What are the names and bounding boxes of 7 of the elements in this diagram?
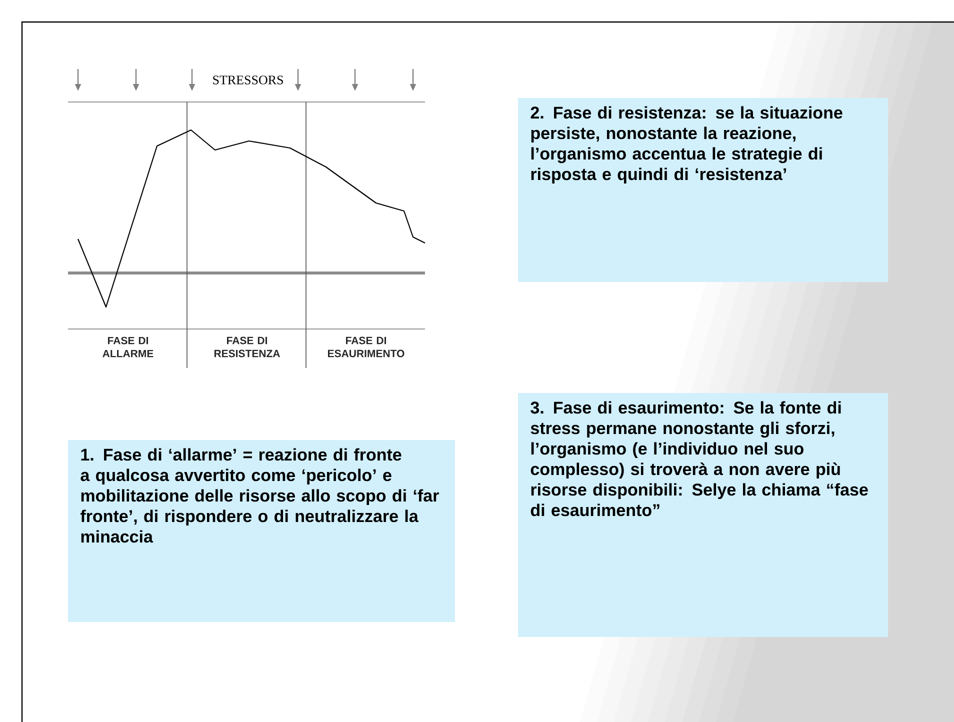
phase-label: FASE DI ESAURIMENTO: [328, 336, 404, 358]
text-box: 1. Fase di ‘allarme’ = reazione di fronte a qualcosa avvertito come ‘pericolo’ e mobilitazione delle risorse allo scopo di ‘far fronte’, di rispondere o di neutralizzare la minaccia: [68, 440, 455, 622]
phase-label: FASE DI RESISTENZA: [214, 336, 280, 358]
text-box: 3. Fase di esaurimento: Se la fonte di stress permane nonostante gli sforzi, l’organismo (e l’individuo nel suo complesso) si troverà a non avere più risorse disponibili: Selye la chiama “fase di esaurimento”: [518, 393, 888, 637]
phase-label: FASE DI ALLARME: [102, 336, 154, 358]
chart-title: STRESSORS: [213, 76, 283, 84]
text-box: 2. Fase di resistenza: se la situazione persiste, nonostante la reazione, l’organismo accentua le strategie di risposta e quindi di ‘resistenza’: [518, 98, 888, 282]
